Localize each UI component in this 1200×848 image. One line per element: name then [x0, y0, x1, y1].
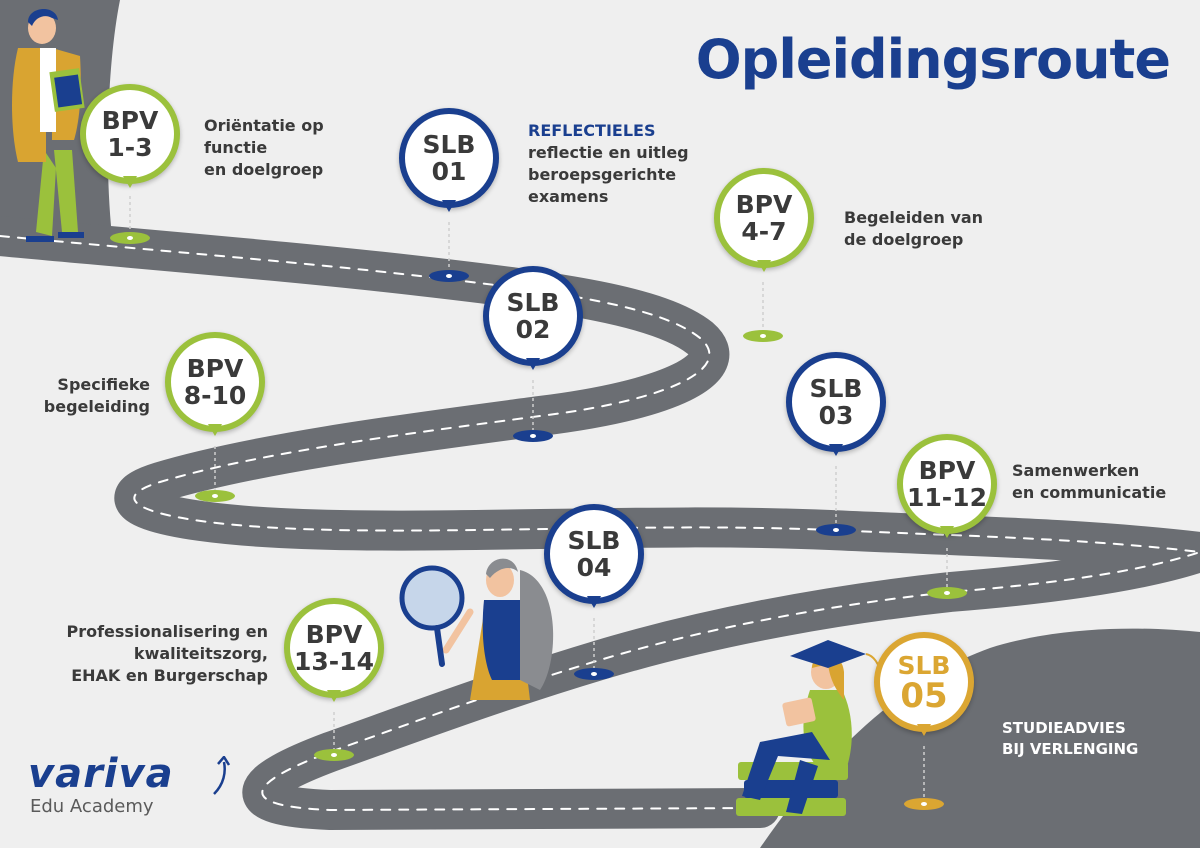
description-line: kwaliteitszorg, [133, 644, 268, 663]
milestone-description-bpv-8-10: Specifieke begeleiding [20, 374, 150, 418]
description-line: examens [528, 187, 609, 206]
pin-code: BPV [918, 456, 976, 485]
pin-number: 11-12 [907, 483, 987, 512]
pin-disc: BPV 1-3 [80, 84, 180, 184]
description-line: de doelgroep [844, 230, 964, 249]
pin-code: BPV [101, 106, 159, 135]
logo-brand: variva [28, 751, 174, 797]
description-line: reflectie en uitleg [528, 143, 689, 162]
milestone-pin-bpv-11-12: BPV 11-12 [897, 434, 997, 538]
pin-number: 13-14 [294, 647, 374, 676]
pin-tip [442, 200, 456, 212]
pin-number: 8-10 [183, 381, 247, 410]
bottom-right-hill [760, 628, 1200, 848]
pin-tip [208, 424, 222, 436]
marker-slb-01 [429, 222, 469, 282]
pin-tip [526, 358, 540, 370]
pin-number: 04 [576, 553, 612, 582]
marker-slb-02 [513, 380, 553, 442]
pin-code: BPV [186, 354, 244, 383]
milestone-description-bpv-1-3: Oriëntatie op functie en doelgroep [204, 115, 324, 181]
milestone-pin-slb-03: SLB 03 [786, 352, 886, 456]
marker-bpv-1-3 [110, 196, 150, 244]
description-line: EHAK en Burgerschap [71, 666, 268, 685]
description-line: en communicatie [1012, 483, 1167, 502]
variva-logo: variva Edu Academy [28, 751, 231, 818]
description-line: STUDIEADVIES [1002, 719, 1126, 737]
milestone-pin-slb-01: SLB 01 [399, 108, 499, 212]
description-line: en doelgroep [204, 160, 324, 179]
milestone-pin-slb-04: SLB 04 [544, 504, 644, 608]
man-with-clipboard-illustration [12, 8, 85, 242]
pin-code: SLB [897, 650, 951, 680]
pin-code: BPV [305, 620, 363, 649]
description-line: functie [204, 138, 268, 157]
graduate-on-books-illustration [736, 640, 883, 816]
pin-disc: BPV 13-14 [284, 598, 384, 698]
milestone-pin-bpv-1-3: BPV 1-3 [80, 84, 180, 188]
marker-bpv-8-10 [195, 446, 235, 502]
pin-tip [757, 260, 771, 272]
pin-disc: SLB 02 [483, 266, 583, 366]
marker-slb-04 [574, 618, 614, 680]
description-line: BIJ VERLENGING [1002, 740, 1139, 758]
pin-code: BPV [735, 190, 793, 219]
pin-disc: BPV 8-10 [165, 332, 265, 432]
logo-arrow-icon [213, 756, 231, 795]
woman-with-magnifier-illustration [399, 558, 554, 700]
pin-tip [123, 176, 137, 188]
description-line: beroepsgerichte [528, 165, 677, 184]
pin-number: 4-7 [741, 217, 787, 246]
milestone-description-slb-01: REFLECTIELES reflectie en uitleg beroeps… [528, 120, 689, 208]
description-line: Samenwerken [1012, 461, 1140, 480]
pin-code: SLB [567, 526, 621, 555]
pin-code: SLB [506, 288, 560, 317]
page-title: Opleidingsroute [695, 28, 1171, 91]
marker-bpv-11-12 [927, 548, 967, 599]
pin-code: SLB [809, 374, 863, 403]
pin-tip [917, 724, 931, 736]
pin-tip [587, 596, 601, 608]
pin-disc: SLB 03 [786, 352, 886, 452]
milestone-description-bpv-11-12: Samenwerken en communicatie [1012, 460, 1166, 504]
milestone-description-bpv-4-7: Begeleiden van de doelgroep [844, 207, 983, 251]
winding-road [0, 216, 1200, 830]
marker-slb-05 [904, 746, 944, 810]
pin-markers [110, 196, 967, 810]
pin-tip [829, 444, 843, 456]
pin-disc: SLB 05 [874, 632, 974, 732]
milestone-pin-bpv-4-7: BPV 4-7 [714, 168, 814, 272]
pin-disc: SLB 04 [544, 504, 644, 604]
pin-number: 1-3 [107, 133, 153, 162]
pin-number: 01 [431, 157, 467, 186]
pin-number: 03 [818, 401, 854, 430]
description-line: Specifieke [57, 375, 150, 394]
marker-slb-03 [816, 466, 856, 536]
marker-bpv-13-14 [314, 712, 354, 761]
pin-code: SLB [422, 130, 476, 159]
pin-disc: BPV 11-12 [897, 434, 997, 534]
pin-tip [940, 526, 954, 538]
milestone-description-bpv-13-14: Professionalisering en kwaliteitszorg, E… [20, 621, 268, 687]
description-line: Begeleiden van [844, 208, 984, 227]
milestone-pin-bpv-8-10: BPV 8-10 [165, 332, 265, 436]
milestone-pin-bpv-13-14: BPV 13-14 [284, 598, 384, 702]
description-heading: REFLECTIELES [528, 121, 656, 140]
pin-number: 05 [900, 675, 948, 716]
pin-disc: BPV 4-7 [714, 168, 814, 268]
logo-subtitle: Edu Academy [30, 796, 154, 817]
description-line: Oriëntatie op [204, 116, 324, 135]
marker-bpv-4-7 [743, 282, 783, 342]
description-line: Professionalisering en [66, 622, 268, 641]
milestone-pin-slb-05: SLB 05 [874, 632, 974, 736]
pin-tip [327, 690, 341, 702]
description-line: begeleiding [43, 397, 150, 416]
milestone-pin-slb-02: SLB 02 [483, 266, 583, 370]
pin-disc: SLB 01 [399, 108, 499, 208]
milestone-description-slb-05: STUDIEADVIES BIJ VERLENGING [1002, 718, 1138, 760]
pin-number: 02 [515, 315, 551, 344]
